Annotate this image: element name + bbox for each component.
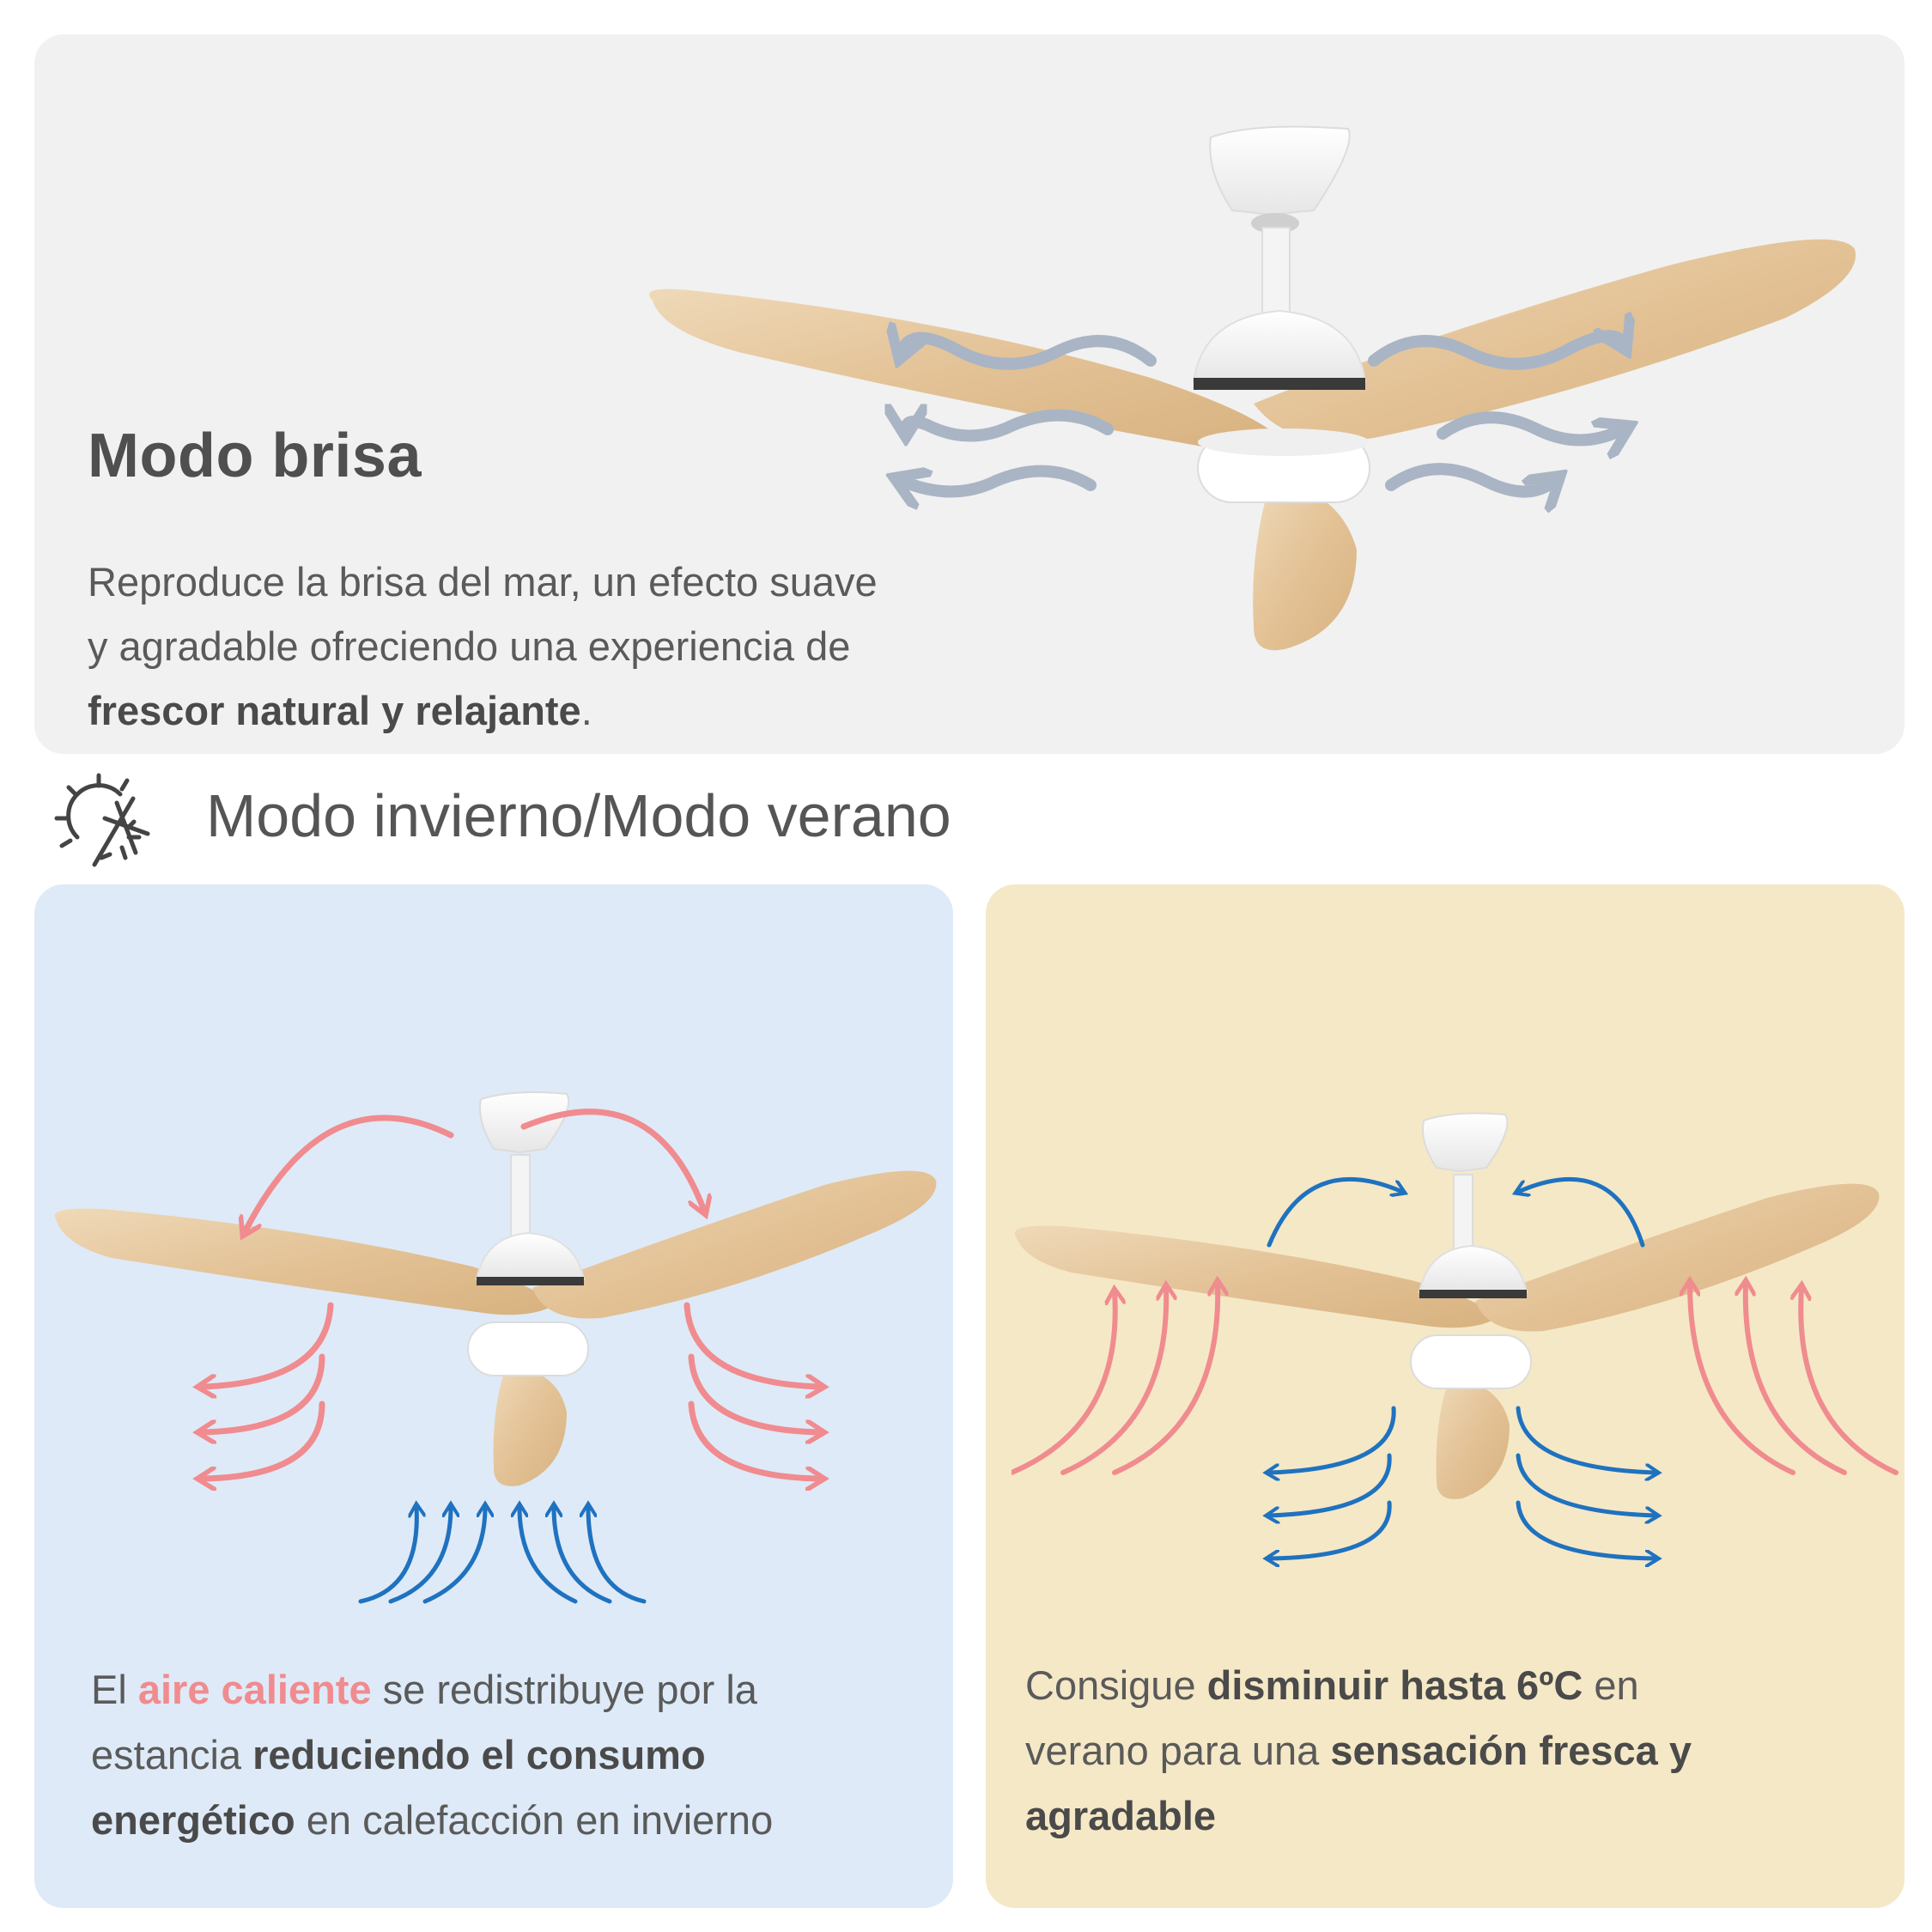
verano-bold: disminuir hasta 6ºC [1206, 1662, 1583, 1708]
section-title: Modo invierno/Modo verano [206, 782, 951, 849]
invierno-text: estancia [91, 1732, 253, 1777]
cool-air-arrow [422, 1507, 485, 1604]
fan-motor [1418, 1244, 1528, 1293]
invierno-description: El aire caliente se redistribuye por la … [91, 1657, 933, 1853]
warm-air-arrow [1746, 1284, 1847, 1475]
brisa-panel: Modo brisa Reproduce la brisa del mar, u… [34, 34, 1905, 754]
verano-text: en [1583, 1662, 1639, 1708]
fan-motor [475, 1231, 586, 1280]
fan-blade-left [1014, 1225, 1497, 1328]
cool-air-arrow [1269, 1406, 1396, 1473]
warm-air-arrow [202, 1302, 334, 1387]
cool-air-arrow [1267, 1177, 1402, 1248]
cool-air-arrow [519, 1507, 578, 1604]
verano-panel: Consigue disminuir hasta 6ºC en verano p… [986, 884, 1905, 1908]
fan-blade-front [1436, 1378, 1510, 1499]
fan-blade-right [1475, 1183, 1880, 1332]
fan-blade-front [1253, 481, 1357, 651]
warm-air-arrow [520, 1109, 704, 1211]
verano-description: Consigue disminuir hasta 6ºC en verano p… [1025, 1653, 1884, 1849]
brisa-fan-illustration [649, 125, 1856, 651]
brisa-description: Reproduce la brisa del mar, un efecto su… [88, 550, 1075, 743]
cool-air-arrow [388, 1507, 451, 1604]
warm-air-arrow [683, 1302, 820, 1387]
warm-air-arrow [688, 1353, 820, 1432]
invierno-text: El [91, 1667, 138, 1712]
cool-air-arrow [1518, 1177, 1645, 1248]
warm-air-arrow [1012, 1292, 1115, 1475]
ceiling-mount [1209, 125, 1351, 357]
cool-air-arrow [1516, 1500, 1656, 1558]
fan-light [1410, 1334, 1532, 1389]
warm-air-arrow [1690, 1284, 1795, 1475]
fan-light [1197, 428, 1370, 503]
cool-air-arrow [588, 1507, 647, 1604]
fan-motor [1192, 309, 1367, 383]
cool-air-arrow [1516, 1406, 1656, 1473]
verano-text: Consigue [1025, 1662, 1207, 1708]
fan-blade-left [54, 1208, 554, 1315]
sun-snowflake-icon [54, 773, 150, 867]
warm-air-arrow [202, 1353, 325, 1432]
brisa-desc-line2: y agradable ofreciendo una experiencia d… [88, 623, 851, 669]
invierno-highlight: aire caliente [137, 1667, 372, 1712]
fan-blade-left [649, 289, 1279, 450]
verano-fan-illustration [1012, 1112, 1899, 1631]
invierno-bold: energético [91, 1797, 295, 1843]
cool-air-arrow [1269, 1500, 1392, 1558]
cool-air-arrow [358, 1507, 416, 1604]
cool-air-arrow [1516, 1453, 1656, 1516]
cool-air-arrow [1269, 1453, 1392, 1516]
verano-text: verano para una [1025, 1728, 1331, 1773]
fan-blade-right [532, 1170, 937, 1319]
warm-air-arrow [688, 1400, 820, 1479]
fan-blade-front [493, 1365, 567, 1486]
warm-air-arrow [202, 1400, 325, 1479]
invierno-text: en calefacción en invierno [295, 1797, 774, 1843]
warm-air-arrow [1060, 1288, 1166, 1475]
verano-bold: agradable [1025, 1793, 1217, 1838]
brisa-desc-end: . [580, 688, 592, 733]
invierno-bold: reduciendo el consumo [252, 1732, 706, 1777]
fan-blade-right [1254, 239, 1856, 441]
fan-light [467, 1321, 589, 1376]
invierno-fan-illustration [54, 1091, 937, 1604]
brisa-title: Modo brisa [88, 422, 422, 490]
warm-air-arrow [1112, 1284, 1218, 1475]
cool-air-arrow [554, 1507, 612, 1604]
warm-air-arrow [1801, 1288, 1899, 1475]
brisa-desc-line1: Reproduce la brisa del mar, un efecto su… [88, 559, 878, 605]
breeze-arrows [902, 336, 1623, 491]
verano-bold: sensación fresca y [1330, 1728, 1692, 1773]
invierno-panel: El aire caliente se redistribuye por la … [34, 884, 953, 1908]
warm-air-arrow [245, 1115, 454, 1232]
brisa-desc-bold: frescor natural y relajante [88, 688, 581, 733]
invierno-text: se redistribuye por la [371, 1667, 757, 1712]
